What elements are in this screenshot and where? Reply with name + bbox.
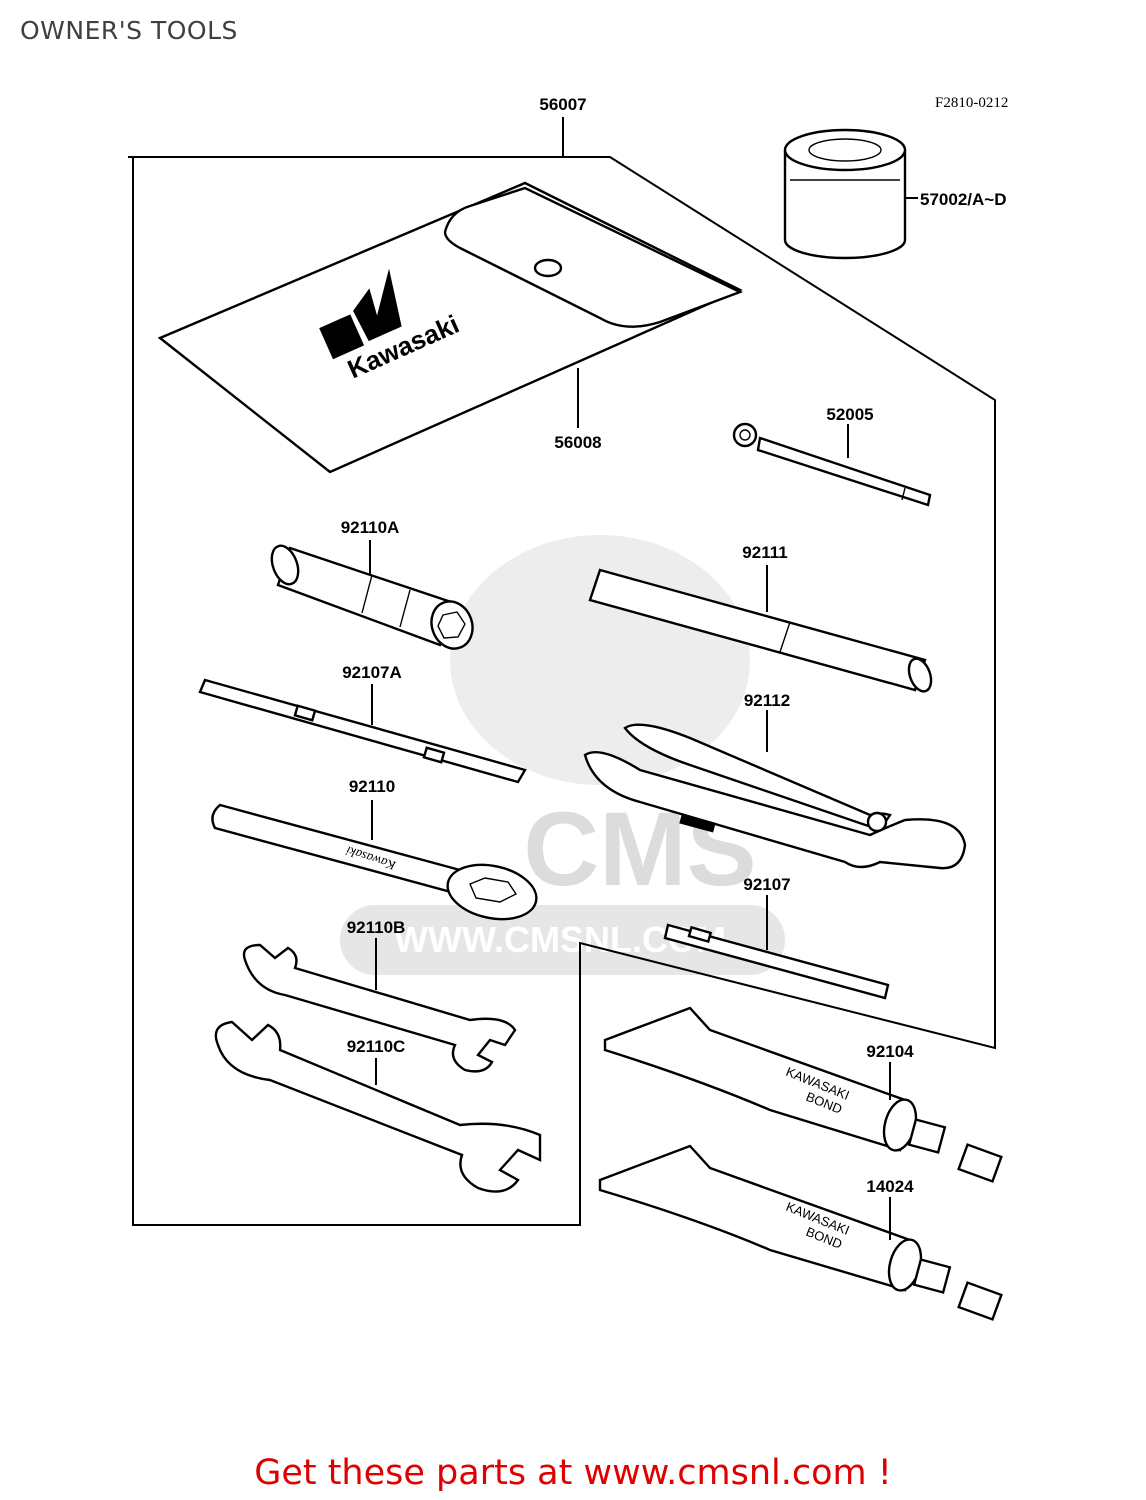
label-56008: 56008 xyxy=(554,433,601,452)
diagram-code: F2810-0212 xyxy=(935,95,1008,111)
bond-tube-92104: KAWASAKI BOND xyxy=(603,1006,1003,1183)
label-92110: 92110 xyxy=(349,777,395,796)
label-56007: 56007 xyxy=(539,95,586,114)
kit-outline xyxy=(128,156,996,1226)
page-title: OWNER'S TOOLS xyxy=(20,16,238,45)
handle-92111 xyxy=(588,568,933,693)
label-92110a: 92110A xyxy=(341,518,400,537)
screwdriver-92107a xyxy=(198,678,527,784)
parts-diagram: CMS WWW.CMSNL.COM 56007 F2810-0212 57002… xyxy=(128,95,1008,1321)
label-14024: 14024 xyxy=(866,1177,914,1196)
bond-tube-14024: KAWASAKI BOND xyxy=(598,1144,1003,1321)
open-wrench-92110b xyxy=(242,943,517,1073)
footer-link-text[interactable]: Get these parts at www.cmsnl.com ! xyxy=(254,1453,892,1493)
box-wrench-92110a xyxy=(270,544,474,650)
label-92112: 92112 xyxy=(744,691,790,710)
grease-can xyxy=(783,128,907,260)
label-92110b: 92110B xyxy=(347,918,406,937)
label-92107: 92107 xyxy=(743,875,790,894)
label-57002: 57002/A~D xyxy=(920,190,1006,209)
label-92104: 92104 xyxy=(866,1042,914,1061)
screwdriver-52005 xyxy=(732,422,932,507)
label-92107a: 92107A xyxy=(342,663,402,682)
tool-bag: Kawasaki xyxy=(157,181,744,474)
label-52005: 52005 xyxy=(826,405,873,424)
open-wrench-92110c xyxy=(214,1020,542,1193)
label-92110c: 92110C xyxy=(347,1037,406,1056)
screwdriver-92107 xyxy=(663,923,890,1000)
pliers-92112 xyxy=(583,723,967,870)
label-92111: 92111 xyxy=(742,543,787,562)
